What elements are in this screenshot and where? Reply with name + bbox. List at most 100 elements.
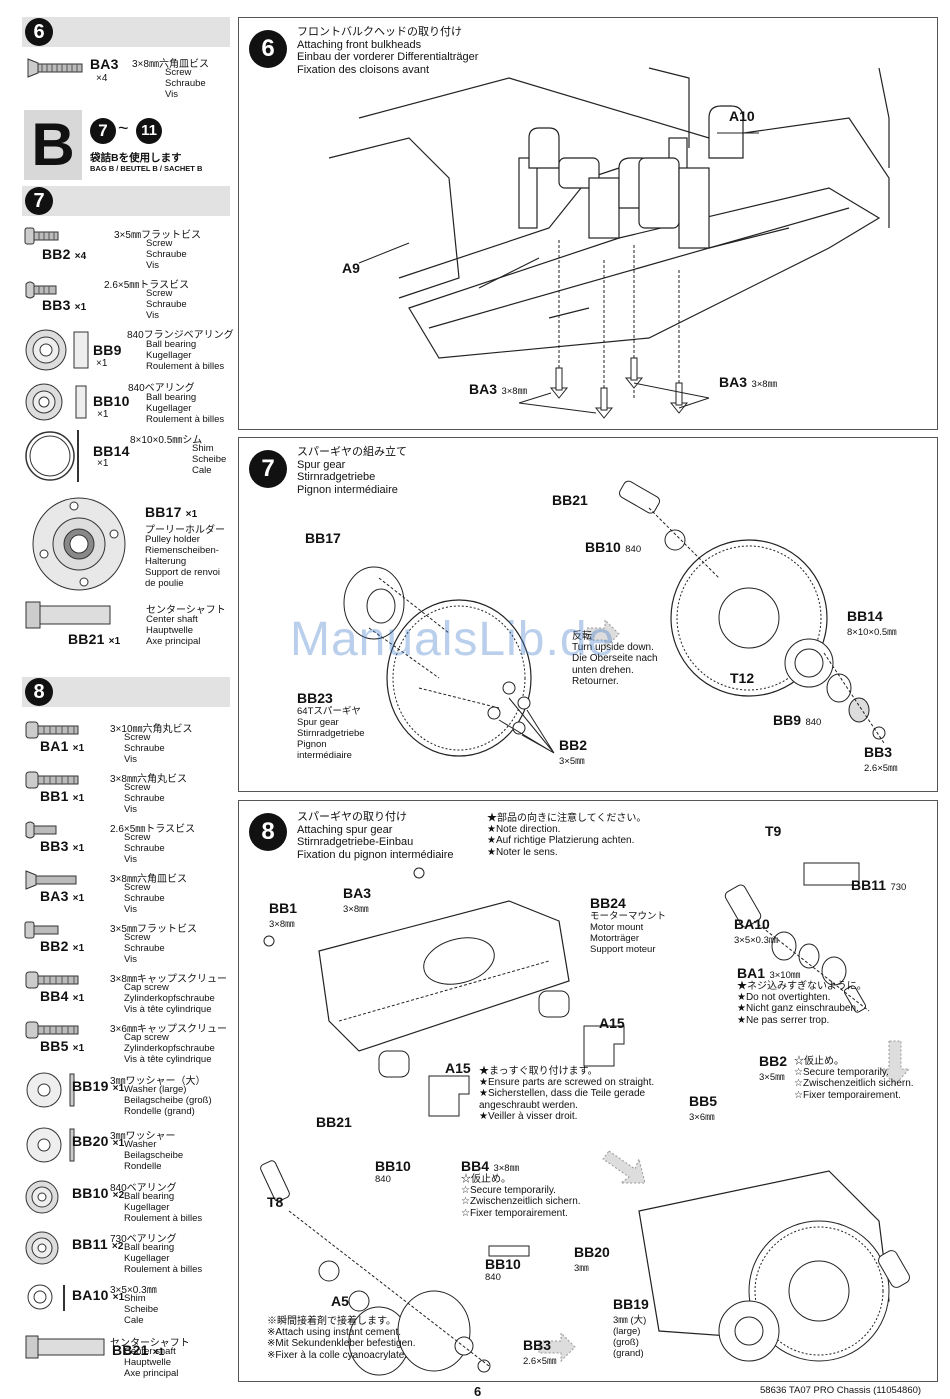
bag-letter: B (24, 110, 82, 180)
part-code: BB5×1 (40, 1038, 85, 1054)
shim-icon (27, 1284, 65, 1311)
screw-icon (25, 870, 77, 890)
part-code: BB21×1 (68, 631, 121, 647)
part-ja: 3㎜ワッシャー (110, 1131, 176, 1142)
part-ja: 2.6×5㎜トラスビス (110, 824, 196, 835)
label-ba3-left: BA3 3×8㎜ (469, 381, 528, 397)
label-a9: A9 (342, 260, 360, 276)
screw-icon (25, 971, 79, 989)
step-number: 8 (25, 678, 53, 706)
part-ja: 3×5㎜フラットビス (110, 924, 197, 935)
part-ja: 730ベアリング (110, 1234, 177, 1245)
part-code: BB10×2 (72, 1185, 125, 1201)
countersunk-screw-icon (27, 58, 83, 78)
document-code: 58636 TA07 PRO Chassis (11054860) (760, 1385, 922, 1396)
washer-icon (26, 1072, 75, 1108)
overtighten-note: ★ネジ込みすぎないように。★Do not overtighten.★Nicht … (737, 981, 867, 1026)
flat-screw-icon (24, 227, 59, 245)
part-ja: 3×10㎜六角丸ビス (110, 724, 193, 735)
step-number: 6 (25, 18, 53, 46)
center-shaft-icon (25, 1335, 105, 1359)
ball-bearing-icon (25, 1180, 59, 1214)
part-ja: センターシャフト (146, 605, 226, 616)
part-ja: 3×8㎜六角丸ビス (110, 774, 187, 785)
shim-icon (25, 430, 79, 482)
watermark: ManualsLib.de (290, 613, 616, 666)
part-code: BA3×1 (40, 888, 85, 904)
cement-note: ※瞬間接着剤で接着します。※Attach using instant cemen… (267, 1316, 416, 1361)
truss-screw-icon (25, 281, 57, 299)
part-code: BA3 (90, 56, 119, 72)
label-bb4: BB4 3×8㎜ (461, 1158, 520, 1174)
label-bb11: BB11 730 (851, 877, 907, 893)
part-code: BB14 (93, 443, 130, 459)
part-qty: ×4 (96, 73, 108, 84)
label-bb21: BB21 (316, 1114, 352, 1130)
part-ja: 3×5×0.3㎜ (110, 1285, 157, 1296)
flange-bearing-icon (25, 329, 89, 371)
label-t12: T12 (730, 670, 755, 686)
part-ja: 840フランジベアリング (127, 330, 234, 341)
spur-gear-mount-diagram (260, 862, 911, 1376)
label-a5: A5 (331, 1293, 349, 1309)
part-code: BA1×1 (40, 738, 85, 754)
part-code: BB4×1 (40, 988, 85, 1004)
part-code: BB2×4 (42, 246, 87, 262)
center-shaft-icon (25, 601, 111, 629)
bag-ja: 袋詰Bを使用します (90, 152, 182, 164)
part-code: BB3×1 (42, 297, 87, 313)
part-ja: 2.6×5㎜トラスビス (104, 280, 190, 291)
part-code: BB9 (93, 342, 122, 358)
label-t9: T9 (765, 823, 782, 839)
part-code: BB19×1 (72, 1078, 125, 1094)
washer-icon (26, 1127, 75, 1163)
label-ba3-right: BA3 3×8㎜ (719, 374, 778, 390)
part-ja: 3×8㎜六角皿ビス (110, 874, 187, 885)
step-number: 7 (249, 450, 287, 488)
part-qty: ×1 (97, 458, 109, 469)
screw-icon (25, 721, 79, 739)
label-a10: A10 (729, 108, 755, 124)
label-a15-lower: A15 (445, 1060, 471, 1076)
step-number: 6 (249, 30, 287, 68)
screw-icon (25, 771, 79, 789)
step-number: 8 (249, 813, 287, 851)
label-t8: T8 (267, 1194, 284, 1210)
part-code: BB20×1 (72, 1133, 125, 1149)
straight-note: ★まっすぐ取り付けます。★Ensure parts are screwed on… (479, 1066, 655, 1122)
step-7-header: 7 (22, 186, 230, 216)
label-ba1: BA1 3×10㎜ (737, 965, 801, 981)
